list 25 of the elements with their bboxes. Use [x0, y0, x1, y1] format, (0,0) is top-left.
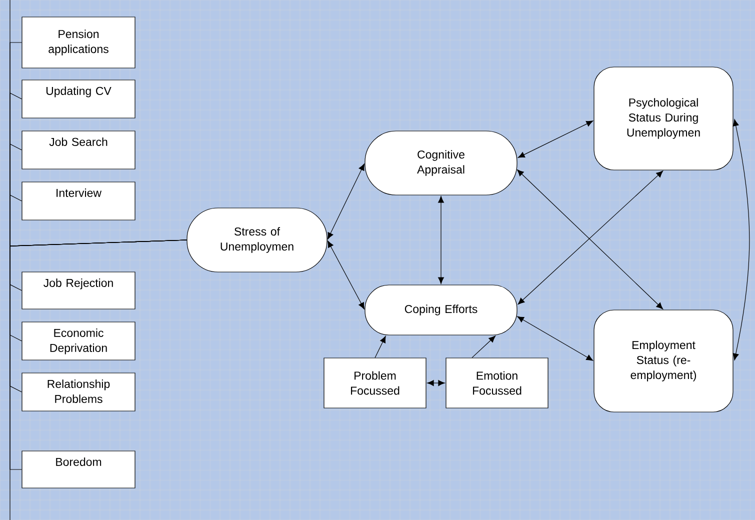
connector-line [10, 240, 187, 470]
arrow [427, 380, 445, 386]
process-box: Relationship Problems [22, 372, 136, 412]
rounded-node: Coping Efforts [364, 284, 518, 336]
process-box: Economic Deprivation [22, 322, 136, 360]
arrow [327, 164, 365, 240]
process-box: Problem Focussed [324, 358, 426, 408]
arrow [328, 240, 364, 310]
process-box: Pension applications [22, 16, 136, 68]
rounded-node: Psychological Status During Unemploymen [594, 66, 734, 170]
arrow [438, 196, 444, 284]
process-box: Updating CV [22, 80, 136, 118]
arrow [732, 119, 750, 360]
rounded-node: Cognitive Appraisal [364, 130, 518, 196]
arrow [517, 316, 594, 361]
process-box: Interview [22, 182, 136, 220]
process-box: Boredom [22, 450, 136, 488]
arrow [472, 336, 496, 358]
process-box: Job Search [22, 130, 136, 170]
arrow [518, 120, 594, 158]
process-box: Job Rejection [22, 272, 136, 310]
rounded-node: Stress of Unemploymen [186, 208, 328, 272]
rounded-node: Employment Status (re-employment) [594, 310, 734, 412]
arrow [374, 336, 386, 358]
process-box: Emotion Focussed [446, 358, 548, 408]
